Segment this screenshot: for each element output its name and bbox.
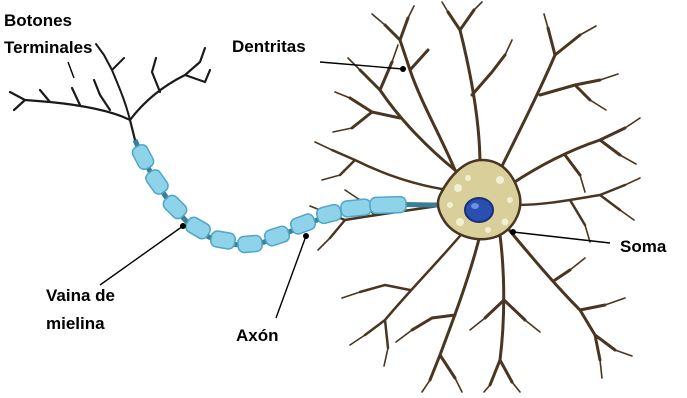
label-vaina-line2: mielina [46,313,115,334]
label-vaina-de-mielina: Vaina de mielina [46,285,115,334]
pointer-botones [68,62,74,78]
label-vaina-line1: Vaina de [46,285,115,306]
label-botones-terminales: Botones Terminales [4,10,93,58]
pointer-soma [513,232,610,243]
axon [130,140,440,253]
label-axon: Axón [236,325,279,346]
label-botones-line2: Terminales [4,37,93,58]
label-soma: Soma [620,236,666,257]
nucleus [465,198,493,222]
axon-terminal-branches [10,44,210,140]
label-botones-line1: Botones [4,10,93,31]
myelin-sheath [130,143,406,253]
pointer-axon [276,236,306,318]
label-dentritas: Dentritas [232,36,306,57]
soma [438,160,520,239]
pointer-vaina [100,226,183,285]
